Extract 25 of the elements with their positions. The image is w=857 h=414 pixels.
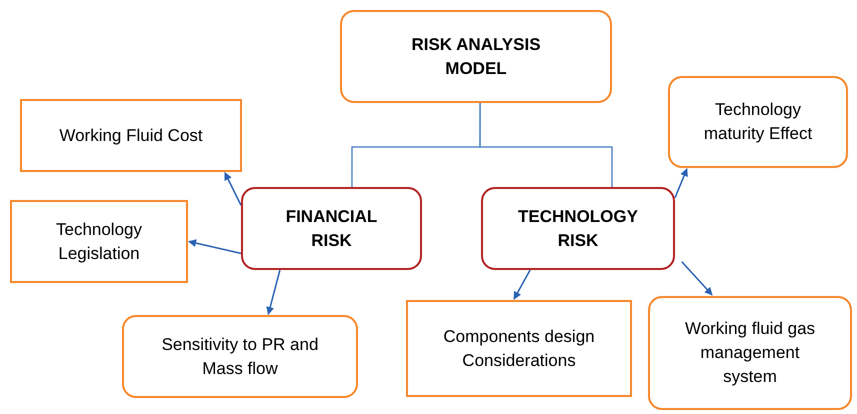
node-label: Sensitivity to PR and Mass flow <box>160 334 320 380</box>
node-label: TECHNOLOGY RISK <box>517 206 639 252</box>
node-label: Technology maturity Effect <box>702 99 814 145</box>
node-label: Working Fluid Cost <box>59 124 203 147</box>
node-label: FINANCIAL RISK <box>284 206 378 252</box>
connector-line <box>479 103 613 187</box>
risk-category-box <box>481 187 675 270</box>
risk-factor-box <box>406 300 632 397</box>
arrow <box>513 270 531 300</box>
risk-factor-box <box>20 99 242 172</box>
node-label: RISK ANALYSIS MODEL <box>410 34 542 80</box>
arrow <box>188 239 242 254</box>
node-label: Technology Legislation <box>54 218 143 264</box>
arrow <box>681 261 713 296</box>
model-box <box>340 10 612 103</box>
node-label: Components design Considerations <box>442 326 596 372</box>
risk-factor-box <box>10 200 188 283</box>
node-label: Working fluid gas management system <box>684 318 816 388</box>
arrow <box>674 168 688 198</box>
arrow <box>266 270 281 315</box>
risk-factor-box <box>648 296 852 410</box>
risk-factor-box <box>122 315 358 398</box>
arrow <box>224 172 242 206</box>
risk-factor-box <box>668 76 848 168</box>
risk-category-box <box>241 187 422 270</box>
